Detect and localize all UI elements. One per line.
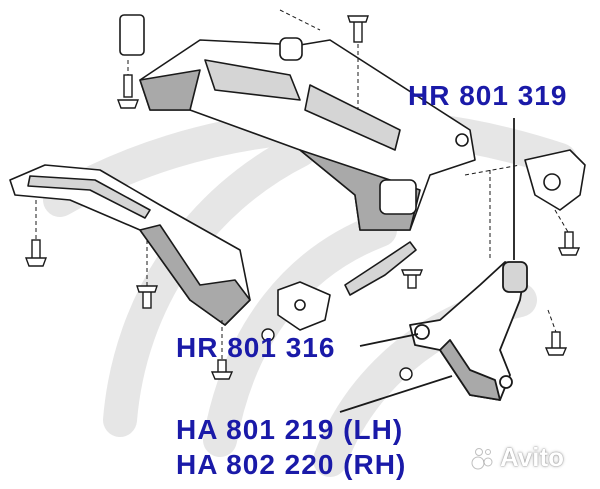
avito-brand-text: Avito [500,442,565,472]
part-label-hr-801-316: HR 801 316 [176,332,336,363]
part-label-ha-801-219: HA 801 219 (LH) [176,414,404,445]
crossmember [9,164,251,326]
part-label-hr-801-319: HR 801 319 [408,80,568,111]
bolts [24,15,581,381]
leader-lines [339,118,515,413]
avito-watermark: Avito [470,442,564,473]
side-bracket [524,149,586,211]
avito-dots-icon [471,447,493,469]
part-label-ha-802-220: HA 802 220 (RH) [176,449,407,480]
lower-control-arm [409,261,528,401]
rear-subframe [119,14,476,231]
assembly-guides [35,9,569,360]
bracket-link [277,241,417,331]
